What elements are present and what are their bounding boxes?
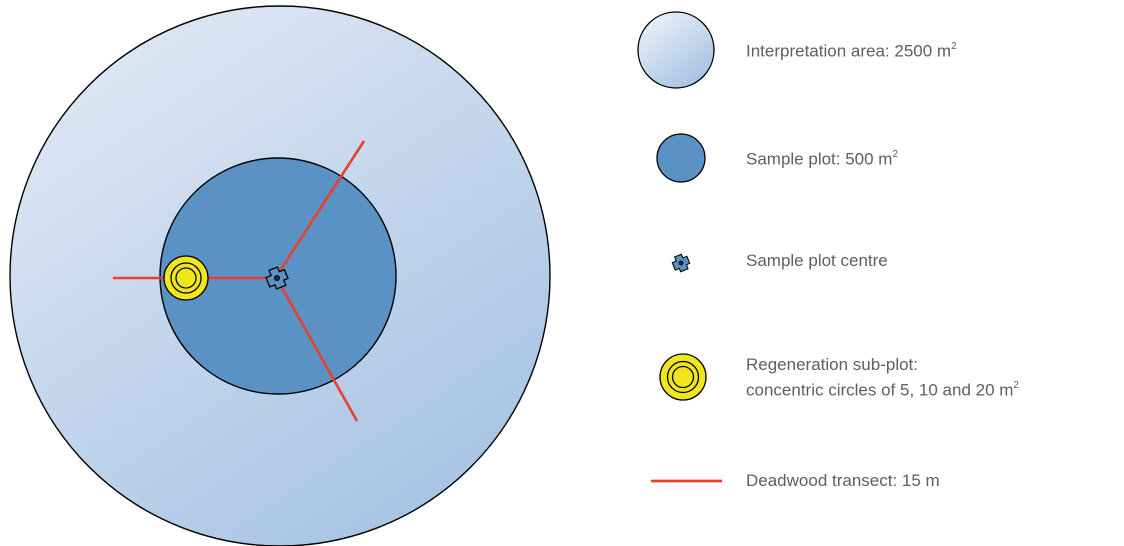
legend-sample-plot-centre-icon <box>670 252 692 274</box>
legend-interpretation-area-icon <box>637 11 715 89</box>
legend-label-sample-plot: Sample plot: 500 m2 <box>746 146 898 170</box>
legend-label-interpretation-area: Interpretation area: 2500 m2 <box>746 38 957 62</box>
main-diagram <box>9 5 551 546</box>
legend-label-deadwood-transect-text: Deadwood transect: 15 m <box>746 471 940 490</box>
legend-label-regeneration-line1: Regeneration sub-plot: <box>746 355 918 375</box>
legend-label-regeneration-line2-text: concentric circles of 5, 10 and 20 m <box>746 380 1014 400</box>
legend-label-sample-plot-superscript: 2 <box>892 149 899 160</box>
deadwood-transect-northeast <box>274 140 366 278</box>
legend-label-regeneration-superscript: 2 <box>1013 380 1019 391</box>
legend-label-regeneration-line2: concentric circles of 5, 10 and 20 m2 <box>746 377 1019 401</box>
legend-label-deadwood-transect: Deadwood transect: 15 m <box>746 471 940 491</box>
legend-label-sample-plot-centre: Sample plot centre <box>746 251 888 271</box>
legend <box>637 11 722 483</box>
legend-sample-plot-icon <box>656 133 706 183</box>
deadwood-transect-southeast <box>274 276 359 422</box>
legend-label-sample-plot-centre-text: Sample plot centre <box>746 251 888 270</box>
legend-regeneration-sub-plot-icon <box>659 353 707 401</box>
legend-label-interpretation-area-superscript: 2 <box>951 41 957 52</box>
regeneration-sub-plot <box>163 255 209 301</box>
legend-label-interpretation-area-text: Interpretation area: 2500 m <box>746 41 952 61</box>
legend-label-sample-plot-text: Sample plot: 500 m <box>746 149 893 169</box>
legend-label-regeneration-line1-text: Regeneration sub-plot: <box>746 355 919 374</box>
sample-plot-centre-icon <box>263 264 291 292</box>
